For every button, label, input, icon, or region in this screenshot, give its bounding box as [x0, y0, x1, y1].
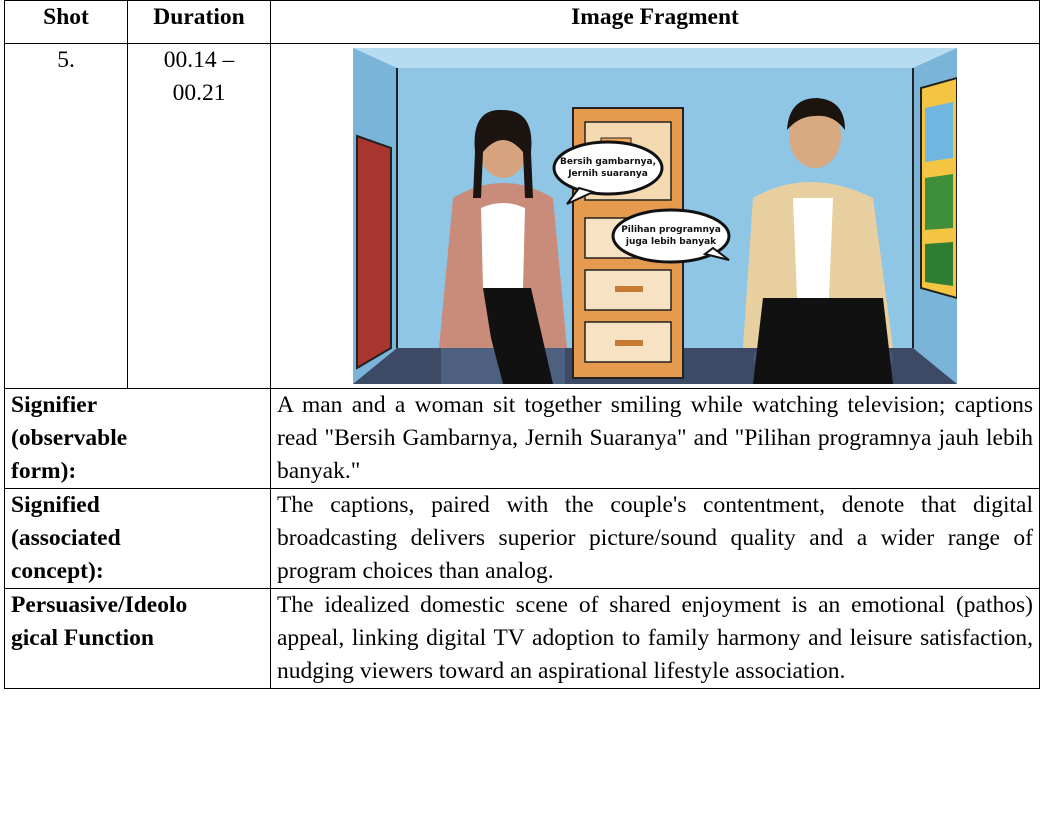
speech-bubble-2: Pilihan programnya juga lebih banyak [611, 208, 731, 264]
function-label: Persuasive/Ideolo gical Function [4, 588, 271, 689]
signified-label: Signified (associated concept): [4, 488, 271, 589]
bubble-1-line-2: Jernih suaranya [567, 169, 648, 179]
duration-start: 00.14 – [163, 47, 235, 73]
bubble-2-line-1: Pilihan programnya [621, 225, 721, 235]
signifier-label-line-2: (observable [11, 425, 128, 451]
signified-label-line-3: concept): [11, 558, 104, 584]
signifier-label-line-1: Signifier [11, 392, 98, 418]
function-row: Persuasive/Ideolo gical Function The ide… [4, 588, 1040, 689]
speech-bubble-1: Bersih gambarnya, Jernih suaranya [552, 140, 664, 205]
table-header-row: Shot Duration Image Fragment [4, 0, 1040, 44]
signifier-row: Signifier (observable form): A man and a… [4, 388, 1040, 489]
signifier-label-line-3: form): [11, 458, 77, 484]
shot-number: 5. [4, 43, 128, 389]
image-fragment-cell: Bersih gambarnya, Jernih suaranya Piliha… [270, 43, 1040, 389]
bubble-1-line-1: Bersih gambarnya, [560, 157, 656, 167]
document-page: Shot Duration Image Fragment 5. 00.14 – … [4, 0, 1040, 689]
shot-duration: 00.14 – 00.21 [127, 43, 271, 389]
signifier-label: Signifier (observable form): [4, 388, 271, 489]
bubble-2-line-2: juga lebih banyak [625, 237, 717, 247]
signified-label-line-2: (associated [11, 525, 121, 551]
header-shot: Shot [4, 0, 128, 44]
duration-end: 00.21 [172, 80, 226, 106]
signified-text: The captions, paired with the couple's c… [270, 488, 1040, 589]
tv-ad-still-image: Bersih gambarnya, Jernih suaranya Piliha… [353, 48, 957, 384]
header-image-fragment: Image Fragment [270, 0, 1040, 44]
shot-row: 5. 00.14 – 00.21 [4, 43, 1040, 389]
signified-label-line-1: Signified [11, 492, 100, 518]
function-text: The idealized domestic scene of shared e… [270, 588, 1040, 689]
semiotic-analysis-table: Shot Duration Image Fragment 5. 00.14 – … [4, 0, 1040, 689]
signified-row: Signified (associated concept): The capt… [4, 488, 1040, 589]
header-duration: Duration [127, 0, 271, 44]
function-label-line-1: Persuasive/Ideolo [11, 592, 188, 618]
function-label-line-2: gical Function [11, 625, 154, 651]
signifier-text: A man and a woman sit together smiling w… [270, 388, 1040, 489]
